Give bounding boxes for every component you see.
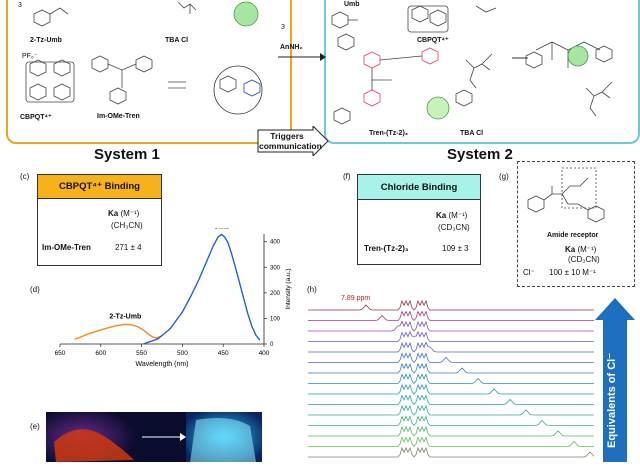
nmr-trace — [308, 404, 594, 416]
x-tick-label: 550 — [136, 350, 147, 357]
system2-structures — [331, 5, 613, 125]
im-ome-tren-label: Im-OMe-Tren — [97, 113, 140, 120]
panel-e-letter: (e) — [30, 422, 40, 431]
nmr-trace — [308, 310, 594, 322]
panel-g-col-head: Ka (M⁻¹) — [565, 245, 597, 254]
panel-f-letter: (f) — [343, 172, 351, 181]
reagent-num: 3 — [281, 24, 285, 31]
system1-structures — [25, 1, 263, 115]
panel-f-header: Chloride Binding — [357, 174, 481, 200]
panel-f-col-head: Ka (M⁻¹) — [436, 211, 468, 220]
nmr-trace — [308, 415, 594, 427]
nmr-trace — [308, 394, 594, 406]
y-axis-label: Intensity (a.u.) — [285, 268, 292, 309]
x-tick-label: 400 — [259, 350, 270, 357]
nmr-trace — [308, 436, 594, 448]
reagent-arrow — [278, 53, 326, 61]
tba-cl-label: TBA Cl — [165, 37, 189, 44]
series-label: Umb — [214, 228, 230, 231]
x-tick-label: 600 — [95, 350, 106, 357]
x-axis-label: Wavelength (nm) — [135, 361, 188, 368]
equivalents-label: Equivalents of Cl⁻ — [606, 352, 618, 448]
umb-label: Umb — [344, 1, 360, 8]
panel-d-letter: (d) — [30, 285, 40, 294]
system2-box — [324, 0, 640, 144]
y-tick-label: 400 — [270, 240, 281, 246]
panel-c-row-value: 271 ± 4 — [115, 243, 142, 252]
triggers-text: Triggers communication — [259, 131, 322, 151]
y-tick-label: 300 — [270, 265, 281, 271]
series-line — [142, 233, 261, 345]
x-tick-label: 500 — [177, 350, 188, 357]
nmr-trace — [308, 446, 595, 458]
nmr-trace — [308, 352, 594, 364]
panel-f-col-solvent: (CD₃CN) — [438, 223, 470, 232]
system2-title: System 2 — [447, 146, 513, 163]
nmr-spectra — [308, 299, 595, 458]
y-tick-label: 0 — [270, 342, 274, 348]
panel-f-table: Ka (M⁻¹) (CD₃CN) Tren-(Tz-2)₃ 109 ± 3 — [357, 198, 481, 265]
pf6-label: PF₆⁻ — [22, 53, 38, 60]
y-tick-label: 100 — [270, 316, 281, 322]
nmr-trace — [308, 299, 594, 311]
nmr-trace — [308, 383, 594, 395]
nmr-trace — [308, 341, 594, 353]
panel-f-row-name: Tren-(Tz-2)₃ — [364, 244, 409, 253]
panel-c-col-head: Ka (M⁻¹) — [108, 209, 140, 218]
nmr-trace — [308, 330, 594, 342]
series-line — [74, 323, 163, 341]
nmr-trace — [308, 373, 594, 385]
series-label: 2-Tz-Umb — [109, 313, 141, 320]
panel-g-caption: Amide receptor — [547, 232, 599, 239]
nmr-trace — [308, 425, 594, 437]
triggers-arrow — [257, 126, 329, 156]
tren-tz-label: Tren-(Tz-2)₃ — [369, 130, 409, 137]
panel-c-row-name: Im-OMe-Tren — [42, 243, 91, 252]
nmr-trace — [308, 362, 594, 374]
vial-photos — [46, 412, 262, 462]
panel-f-row-value: 109 ± 3 — [442, 244, 469, 253]
reagent-label: AnNH₂ — [280, 44, 303, 51]
panel-g-letter: (g) — [499, 172, 509, 181]
nmr-trace — [308, 320, 594, 332]
tba-cl-label-2: TBA Cl — [460, 130, 484, 137]
cbpqt-label-2: CBPQT⁴⁺ — [417, 37, 449, 44]
y-tick-label: 200 — [270, 291, 281, 297]
equivalents-arrow — [595, 298, 635, 462]
panel-h-letter: (h) — [307, 285, 317, 294]
panel-g-col-solvent: (CD₃CN) — [568, 255, 600, 264]
panel-g-row-name: Cl⁻ — [523, 268, 535, 277]
tz-umb-label: 2-Tz-Umb — [30, 37, 62, 44]
amide-receptor-structure — [527, 167, 605, 223]
panel-g-row-value: 100 ± 10 M⁻¹ — [549, 268, 596, 277]
panel-c-letter: (c) — [20, 172, 30, 181]
panel-g-box: Amide receptor Ka (M⁻¹) (CD₃CN) Cl⁻ 100 … — [517, 161, 635, 287]
panel-c-table: Ka (M⁻¹) (CH₃CN) Im-OMe-Tren 271 ± 4 — [37, 197, 162, 266]
vial-photo-strip — [46, 412, 262, 462]
cbpqt-label-1: CBPQT⁴⁺ — [20, 114, 52, 121]
panel-c-col-solvent: (CH₃CN) — [111, 221, 143, 230]
num-3-label: 3 — [18, 2, 22, 9]
x-tick-label: 650 — [55, 350, 66, 357]
system1-box — [6, 0, 292, 144]
x-tick-label: 450 — [218, 350, 229, 357]
triggers-line1: Triggers — [270, 131, 304, 141]
triggers-line2: communication — [259, 141, 322, 151]
nmr-annotation: 7.89 ppm — [341, 295, 371, 302]
system1-title: System 1 — [94, 146, 160, 163]
panel-c-header: CBPQT⁴⁺ Binding — [37, 174, 162, 199]
